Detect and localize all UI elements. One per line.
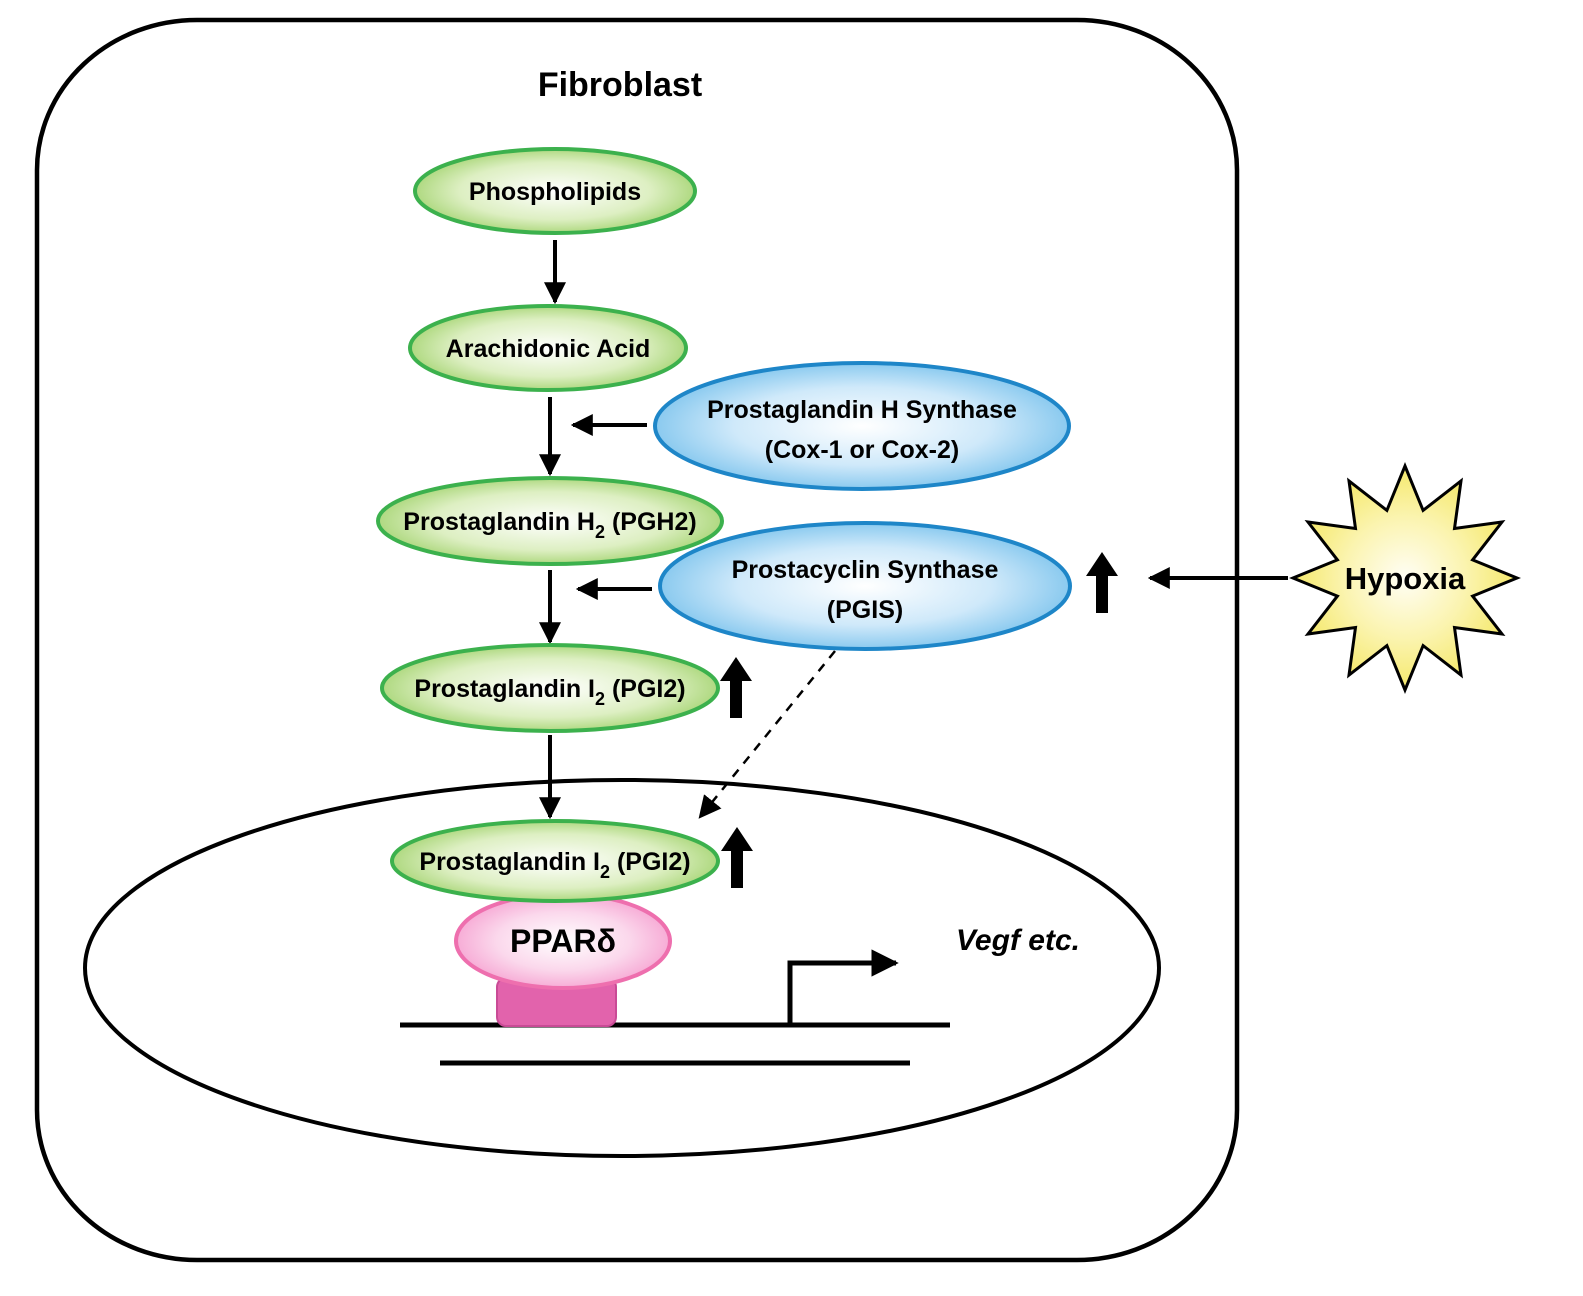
enzyme-phs	[653, 361, 1071, 491]
transcription-start-arrow	[787, 949, 899, 1025]
node-pgi2-label-main: Prostaglandin I	[414, 675, 595, 703]
hypoxia-starburst	[1289, 462, 1521, 694]
node-nuclear-pgi2-label-rest: (PGI2)	[610, 848, 691, 876]
target-gene-label: Vegf etc.	[956, 924, 1080, 957]
node-pgi2-label: Prostaglandin I2 (PGI2)	[414, 675, 685, 709]
node-arachidonic-acid-label: Arachidonic Acid	[446, 335, 651, 363]
node-nuclear-pgi2-label-sub: 2	[600, 862, 610, 882]
node-pgh2	[376, 476, 724, 566]
node-pgh2-label-rest: (PGH2)	[605, 508, 697, 536]
node-pgi2-label-sub: 2	[595, 689, 605, 709]
node-nuclear-pgi2-label: Prostaglandin I2 (PGI2)	[419, 848, 690, 882]
hypoxia-label: Hypoxia	[1345, 561, 1466, 596]
node-pgh2-label-sub: 2	[595, 522, 605, 542]
node-pgi2-label-rest: (PGI2)	[605, 675, 686, 703]
enzyme-pgis-label-line2: (PGIS)	[827, 596, 903, 624]
nucleus-membrane	[83, 778, 1161, 1158]
enzyme-pgis	[658, 521, 1072, 651]
node-nuclear-pgi2-label-main: Prostaglandin I	[419, 848, 600, 876]
enzyme-phs-label-line1: Prostaglandin H Synthase	[707, 396, 1017, 424]
node-pgi2	[380, 643, 720, 733]
enzyme-pgis-label-line1: Prostacyclin Synthase	[732, 556, 999, 584]
node-phospholipids	[413, 147, 697, 235]
node-phospholipids-label: Phospholipids	[469, 178, 641, 206]
cell-title: Fibroblast	[538, 66, 702, 104]
enzyme-phs-label-line2: (Cox-1 or Cox-2)	[765, 436, 959, 464]
node-ppard-label: PPARδ	[510, 923, 616, 959]
node-arachidonic-acid	[408, 304, 688, 392]
dashed-arrow-pgis-to-nuclear-pgi2	[698, 650, 836, 819]
node-pgh2-label-main: Prostaglandin H	[403, 508, 595, 536]
node-nuclear-pgi2	[390, 819, 720, 903]
node-pgh2-label: Prostaglandin H2 (PGH2)	[403, 508, 696, 542]
cell-membrane	[34, 17, 1240, 1263]
